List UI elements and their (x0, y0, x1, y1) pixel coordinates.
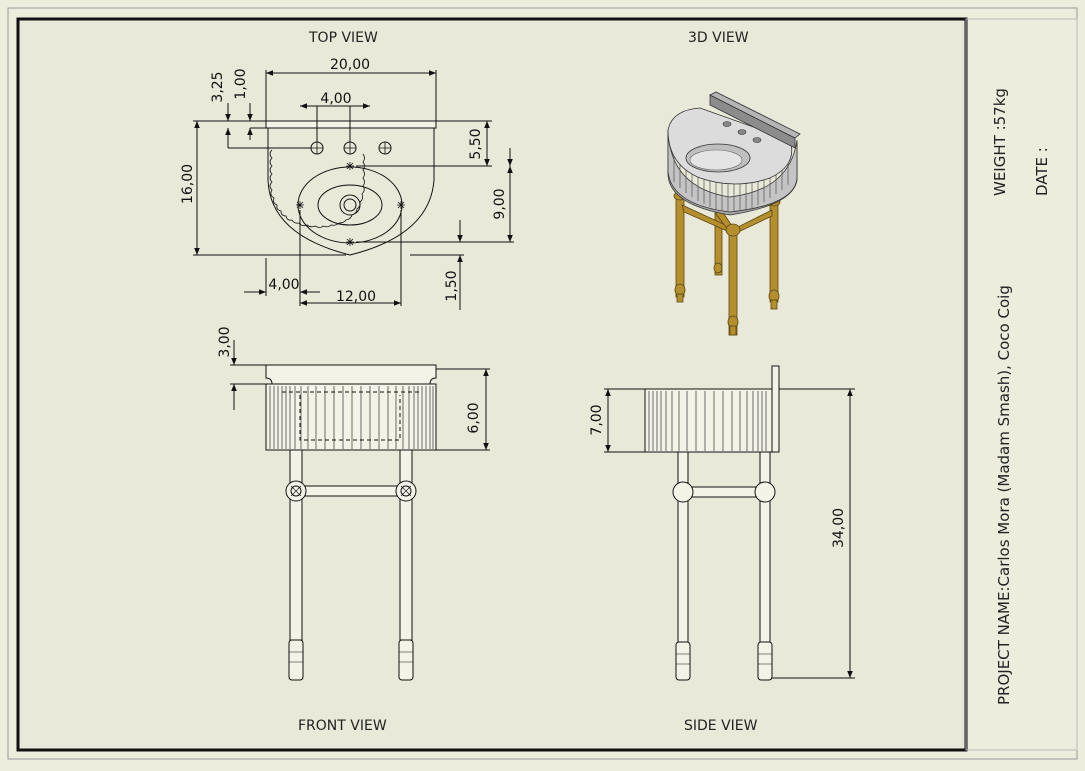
dim-hole-row: 5,50 (468, 128, 484, 159)
dim-backsplash: 3,00 (217, 326, 233, 357)
dim-depth: 16,00 (180, 164, 196, 204)
front-view-title: FRONT VIEW (298, 718, 387, 734)
dim-back-offset-b: 1,00 (233, 68, 249, 99)
dim-total-height: 34,00 (831, 508, 847, 548)
top-view (193, 70, 514, 310)
three-d-view (667, 91, 801, 336)
dim-front-gap: 1,50 (444, 270, 460, 301)
top-view-title: TOP VIEW (309, 30, 378, 46)
dim-left-offset: 4,00 (268, 277, 299, 293)
dim-front-bowl-height: 6,00 (466, 402, 482, 433)
dim-back-offset-a: 3,25 (210, 71, 226, 102)
weight-label: WEIGHT :57kg (991, 88, 1009, 196)
dim-basin-width: 12,00 (336, 289, 376, 305)
three-d-view-title: 3D VIEW (688, 30, 749, 46)
drawing-border (16, 17, 968, 752)
title-block (965, 18, 1078, 751)
project-name: PROJECT NAME:Carlos Mora (Madam Smash), … (995, 285, 1013, 705)
front-view (230, 340, 490, 681)
date-label: DATE : (1033, 147, 1051, 196)
dim-side-bowl-height: 7,00 (589, 404, 605, 435)
dim-hole-spacing: 4,00 (320, 91, 351, 107)
side-view (604, 365, 855, 681)
dim-basin-center: 9,00 (492, 188, 508, 219)
side-view-title: SIDE VIEW (684, 718, 758, 734)
dim-overall-width: 20,00 (330, 57, 370, 73)
